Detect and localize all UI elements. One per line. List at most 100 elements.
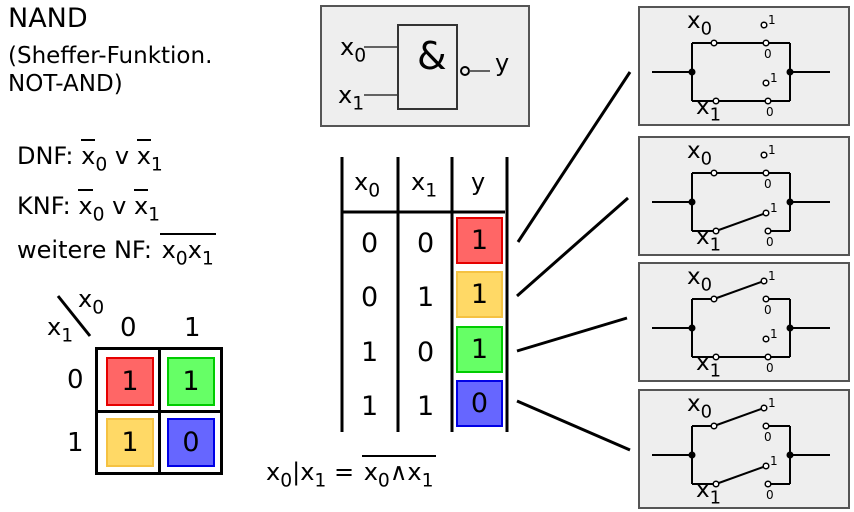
contact-label-top-1: 1 (768, 13, 776, 27)
dnf-formula: DNF: x0 v x1 (17, 139, 163, 174)
knf-term-x1-negated: x (133, 189, 149, 220)
tt-row-3-x0: 1 (361, 391, 379, 422)
kmap-cell-11: 0 (167, 418, 215, 467)
dnf-term-x1-negated: x (136, 139, 151, 170)
switch-contact-1-icon (760, 277, 768, 285)
dnf-term-x0-negated: x (81, 139, 96, 170)
switch-pivot-icon (712, 480, 720, 488)
switch-circuit-wiring (652, 277, 830, 361)
switch-contact-0-icon (764, 480, 772, 488)
tt-header-x0: x0 (354, 168, 381, 202)
switch-label-x0: x0 (687, 264, 713, 296)
knf-label: KNF: (17, 192, 71, 220)
subtitle-line-1: (Sheffer-Funktion. (8, 43, 213, 69)
connector-row-1 (516, 71, 632, 243)
junction-dot-icon (688, 198, 696, 206)
kmap-row-var: x1 (47, 313, 74, 347)
kmap-row-header-1: 1 (67, 428, 84, 458)
tt-header-y: y (471, 168, 486, 196)
kmap-row-header-0: 0 (67, 365, 84, 395)
switch-circuit-wiring (652, 404, 830, 488)
switch-circuit-wiring (652, 21, 830, 105)
subtitle-line-2: NOT-AND) (8, 71, 123, 97)
switch-contact-1-icon (762, 79, 770, 87)
switch-contact-1-icon (762, 209, 770, 217)
weitere-nf-label: weitere NF: (17, 236, 152, 264)
junction-dot-icon (688, 68, 696, 76)
junction-dot-icon (688, 451, 696, 459)
negated-and-term: x0∧x1 (361, 455, 436, 490)
tt-row-0-x1: 0 (417, 228, 435, 259)
tt-header-x1: x1 (411, 168, 438, 202)
weitere-nf-term: x0x1 (159, 233, 216, 268)
tt-row-2-y: 1 (456, 326, 503, 373)
switch-label-x1: x1 (696, 350, 722, 382)
dnf-or-symbol: v (114, 142, 130, 170)
tt-row-0-x0: 0 (361, 228, 379, 259)
tt-row-3-x1: 1 (417, 391, 435, 422)
switch-contact-1-icon (762, 462, 770, 470)
gate-panel: & x0 x1 y (320, 5, 530, 127)
junction-dot-icon (786, 68, 794, 76)
knf-term-x0-negated: x (78, 189, 93, 220)
kmap-cell-01: 1 (167, 357, 215, 406)
knf-formula: KNF: x0 v x1 (17, 189, 160, 224)
switch-circuit-wiring (652, 151, 830, 235)
switch-pivot-icon (712, 227, 720, 235)
connector-row-4 (516, 399, 631, 452)
equals-sign: = (333, 458, 355, 486)
switch-label-x1: x1 (696, 94, 722, 126)
gate-input-x0: x0 (340, 33, 367, 67)
contact-label-bottom-1: 1 (770, 71, 778, 85)
switch-contact-0-icon (762, 169, 770, 177)
kmap-cell-00: 1 (106, 357, 154, 406)
sheffer-stroke: | (292, 458, 301, 486)
switch-contact-0-icon (764, 353, 772, 361)
contact-label-bottom-1: 1 (770, 327, 778, 341)
junction-dot-icon (688, 324, 696, 332)
junction-dot-icon (786, 198, 794, 206)
junction-dot-icon (786, 451, 794, 459)
switch-pivot-icon (710, 422, 718, 430)
subtitle: (Sheffer-Funktion. NOT-AND) (8, 42, 212, 98)
title-main: NAND (8, 3, 88, 34)
switch-circuit-2: x0 x1 1 0 1 0 (638, 262, 850, 382)
contact-label-top-0: 0 (764, 430, 772, 444)
sheffer-formula: x0|x1 = x0∧x1 (266, 455, 436, 490)
tt-row-2-x1: 0 (417, 337, 435, 368)
contact-label-bottom-0: 0 (766, 361, 774, 375)
contact-label-bottom-1: 1 (770, 454, 778, 468)
switch-circuit-0: x0 x1 1 0 1 0 (638, 6, 850, 126)
switch-contact-0-icon (762, 295, 770, 303)
switch-contact-1-icon (760, 21, 768, 29)
switch-contact-0-icon (764, 97, 772, 105)
switch-pivot-icon (710, 169, 718, 177)
contact-label-bottom-1: 1 (770, 201, 778, 215)
switch-contact-0-icon (762, 39, 770, 47)
switch-label-x1: x1 (696, 477, 722, 509)
dnf-label: DNF: (17, 142, 74, 170)
contact-label-top-1: 1 (768, 143, 776, 157)
tt-row-1-x0: 0 (361, 282, 379, 313)
kmap-grid: 1 1 1 0 (95, 347, 223, 475)
kmap-col-header-0: 0 (120, 313, 137, 343)
switch-contact-0-icon (762, 422, 770, 430)
switch-circuit-3: x0 x1 1 0 1 0 (638, 389, 850, 509)
switch-pivot-icon (710, 295, 718, 303)
switch-contact-1-icon (762, 335, 770, 343)
switch-circuit-1: x0 x1 1 0 1 0 (638, 136, 850, 256)
switch-contact-0-icon (764, 227, 772, 235)
connector-row-2 (516, 196, 629, 298)
tt-row-2-x0: 1 (361, 337, 379, 368)
connector-row-3 (516, 316, 628, 353)
tt-row-1-y: 1 (456, 271, 503, 318)
kmap-cell-10: 1 (106, 418, 154, 467)
tt-row-0-y: 1 (456, 217, 503, 264)
gate-symbol: & (417, 34, 447, 78)
weitere-nf-formula: weitere NF: x0x1 (17, 233, 216, 268)
contact-label-top-1: 1 (768, 269, 776, 283)
gate-output-y: y (495, 49, 510, 77)
kmap-col-header-1: 1 (184, 313, 201, 343)
